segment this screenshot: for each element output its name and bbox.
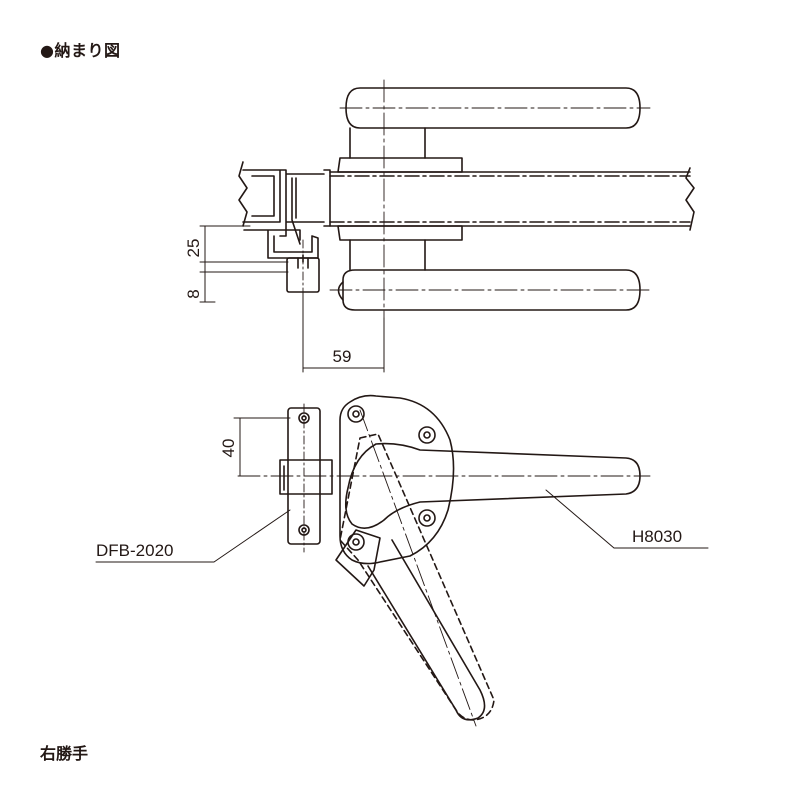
base-screw-4-icon [347, 533, 365, 551]
vertical-dimensions [199, 225, 289, 303]
base-screw-1-inner-icon [352, 410, 360, 418]
base-screw-1-icon [347, 405, 365, 423]
break-mark-right [685, 167, 695, 231]
latch-tongue [335, 529, 381, 587]
frame-profile [242, 169, 331, 259]
lever-handle-open [339, 433, 495, 721]
handle-base-plate [339, 394, 455, 565]
strike-catch [279, 459, 333, 495]
page-title: ●納まり図 [40, 41, 121, 60]
handle-callout-label: H8030 [632, 527, 682, 546]
strike-callout-leader [95, 509, 291, 563]
front-view [237, 394, 651, 727]
hand-orientation-label: 右勝手 [40, 744, 89, 763]
base-screw-3-inner-icon [423, 514, 431, 522]
base-screw-2-icon [418, 426, 436, 444]
top-section-view [238, 79, 695, 319]
sash-panel-inner [329, 175, 691, 223]
lower-lever-handle [342, 269, 641, 311]
lower-handle-neck [349, 239, 426, 271]
break-mark-left [238, 161, 248, 227]
vertical-dimension-40 [233, 417, 291, 477]
upper-rosette [337, 157, 463, 173]
dim-59-label: 59 [333, 347, 352, 366]
dim-40-label: 40 [219, 439, 238, 458]
base-screw-2-inner-icon [423, 431, 431, 439]
upper-lever-handle [345, 87, 641, 129]
lower-rosette [337, 225, 463, 241]
lower-handle-knob [337, 281, 344, 301]
dim-8-label: 8 [184, 289, 203, 298]
dim-25-label: 25 [184, 239, 203, 258]
lever-handle-closed [344, 442, 641, 529]
base-screw-4-inner-icon [352, 538, 360, 546]
front-centerline-open [359, 409, 477, 727]
base-screw-3-icon [418, 509, 436, 527]
horizontal-dimension-59 [302, 291, 385, 373]
frame-clip [291, 177, 301, 245]
lever-handle-open-solid [367, 539, 486, 721]
upper-handle-neck [349, 127, 426, 159]
strike-callout-label: DFB-2020 [96, 541, 173, 560]
handle-callout-leader [545, 489, 709, 549]
